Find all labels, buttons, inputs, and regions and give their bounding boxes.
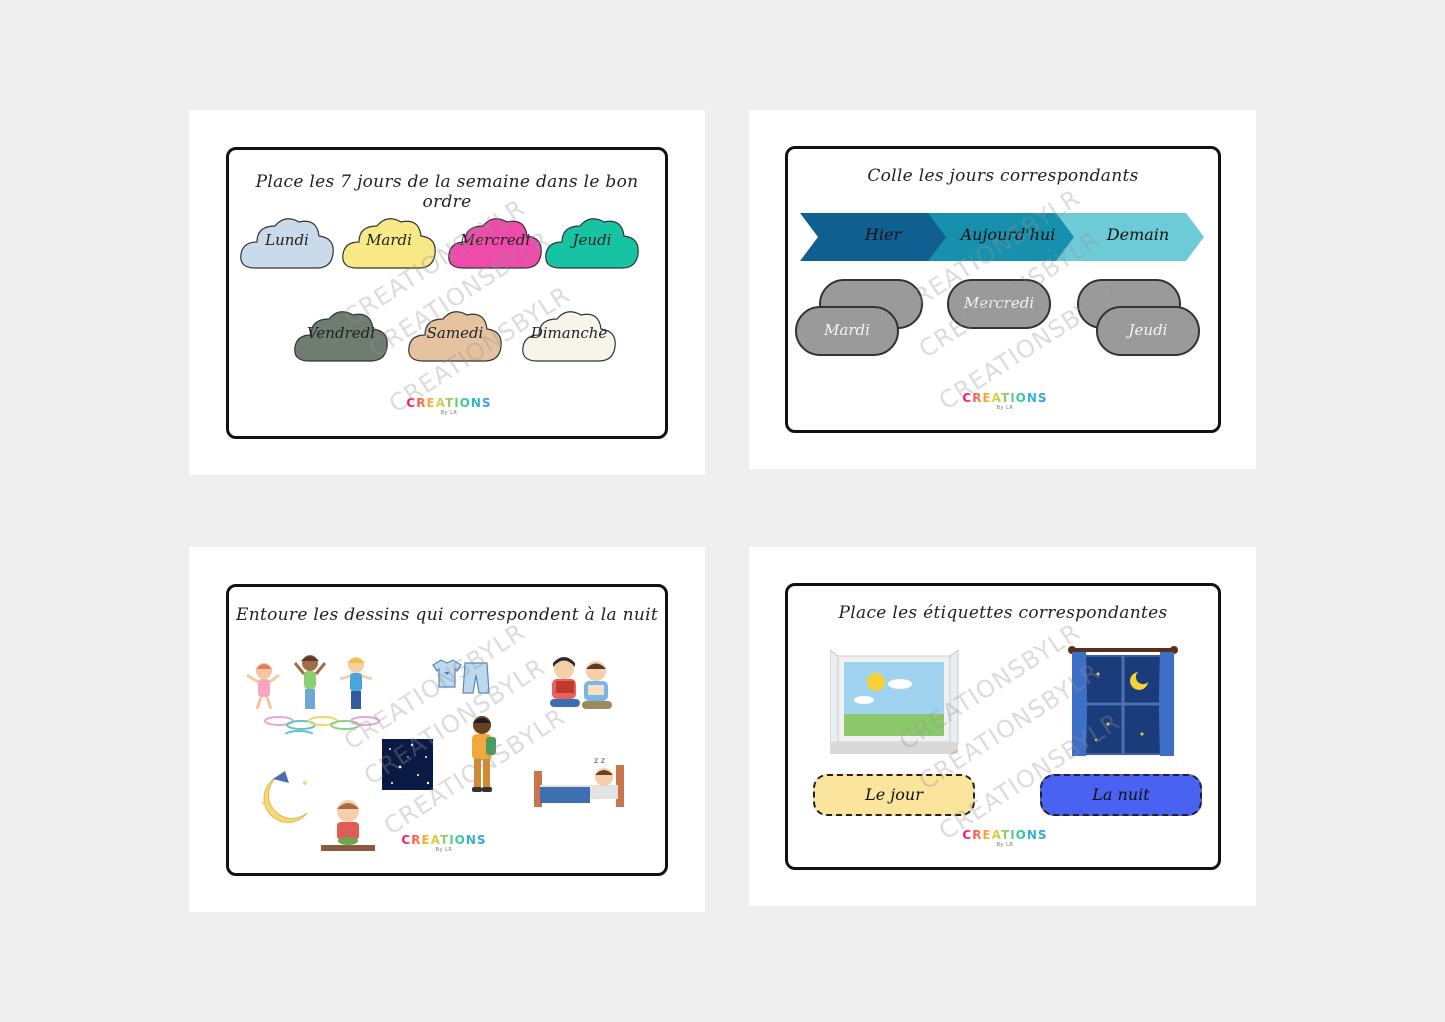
night-window-illustration	[1068, 646, 1178, 756]
creations-logo: CREATIONS By LR	[960, 828, 1050, 848]
cloud-label: Dimanche	[530, 324, 608, 342]
cloud-mercredi: Mercredi	[445, 212, 545, 276]
logo-sub: By LR	[435, 847, 453, 853]
logo-sub: By LR	[996, 405, 1014, 411]
cloud-mardi: Mardi	[339, 212, 439, 276]
schoolboy-illustration	[472, 716, 496, 792]
arrow-label-hier: Hier	[864, 225, 902, 244]
cloud-shape	[408, 311, 502, 362]
cloud-lundi: Lundi	[237, 212, 337, 276]
cloud-shape	[448, 218, 542, 269]
logo-text: CREATIONS	[962, 828, 1048, 842]
cloud-label: Samedi	[426, 324, 484, 342]
logo-sub: By LR	[440, 410, 458, 416]
creations-logo: CREATIONS By LR	[960, 391, 1050, 411]
card-frame: Entoure les dessins qui correspondent à …	[226, 584, 668, 876]
cloud-vendredi: Vendredi	[291, 305, 391, 369]
pill-label: Mardi	[824, 321, 870, 339]
reading-kids-illustration	[550, 657, 612, 709]
card-title: Entoure les dessins qui correspondent à …	[236, 605, 658, 625]
card-frame: Place les 7 jours de la semaine dans le …	[226, 147, 668, 439]
card-frame: Place les étiquettes correspondantes	[785, 583, 1221, 870]
pill-mardi: Mardi	[795, 306, 899, 356]
logo-sub: By LR	[996, 842, 1014, 848]
cloud-shape	[545, 218, 639, 269]
card-yesterday-today-tomorrow: Colle les jours correspondants Hier Aujo…	[749, 110, 1256, 469]
cloud-shape	[240, 218, 334, 269]
kids-playing-illustration	[246, 655, 380, 734]
cloud-shape	[294, 311, 388, 362]
cloud-label: Vendredi	[306, 324, 376, 342]
arrow-label-aujourdhui: Aujourd'hui	[960, 225, 1056, 244]
card-title: Place les 7 jours de la semaine dans le …	[255, 172, 639, 212]
card-frame: Colle les jours correspondants Hier Aujo…	[785, 146, 1221, 433]
cloud-label: Jeudi	[572, 231, 612, 249]
boy-at-table-illustration	[321, 800, 375, 851]
arrow-label-demain: Demain	[1106, 225, 1170, 244]
day-window-illustration	[830, 650, 959, 754]
creations-logo: CREATIONS By LR	[399, 833, 489, 853]
creations-logo: CREATIONS By LR	[404, 396, 494, 416]
cloud-label: Mardi	[366, 231, 412, 249]
label-le-jour: Le jour	[813, 774, 975, 816]
timeline-arrows	[800, 213, 1204, 261]
sleeping-boy-illustration: z z	[534, 756, 624, 807]
clothes-illustration	[432, 659, 490, 694]
sleeping-moon-illustration	[261, 771, 308, 823]
pill-label: Jeudi	[1128, 321, 1168, 339]
logo-text: CREATIONS	[962, 391, 1048, 405]
cloud-jeudi: Jeudi	[542, 212, 642, 276]
arrow-demain	[1056, 213, 1204, 261]
logo-text: CREATIONS	[401, 833, 487, 847]
cloud-samedi: Samedi	[405, 305, 505, 369]
cloud-label: Lundi	[265, 231, 309, 249]
card-days-order: Place les 7 jours de la semaine dans le …	[189, 110, 705, 475]
pill-label: Mercredi	[963, 294, 1035, 312]
pill-jeudi: Jeudi	[1096, 306, 1200, 356]
cloud-shape	[522, 311, 616, 362]
arrow-aujourdhui	[928, 213, 1076, 261]
starry-night-illustration	[382, 739, 433, 790]
card-day-night-labels: Place les étiquettes correspondantes	[749, 547, 1256, 906]
pill-mercredi: Mercredi	[947, 279, 1051, 329]
card-night-drawings: Entoure les dessins qui correspondent à …	[189, 547, 705, 912]
svg-text:z z: z z	[594, 756, 605, 765]
label-la-nuit: La nuit	[1040, 774, 1202, 816]
arrow-hier	[800, 213, 948, 261]
logo-text: CREATIONS	[406, 396, 492, 410]
cloud-shape	[342, 218, 436, 269]
cloud-label: Mercredi	[459, 231, 531, 249]
card-title: Colle les jours correspondants	[867, 166, 1139, 186]
card-title: Place les étiquettes correspondantes	[838, 603, 1168, 623]
cloud-dimanche: Dimanche	[519, 305, 619, 369]
